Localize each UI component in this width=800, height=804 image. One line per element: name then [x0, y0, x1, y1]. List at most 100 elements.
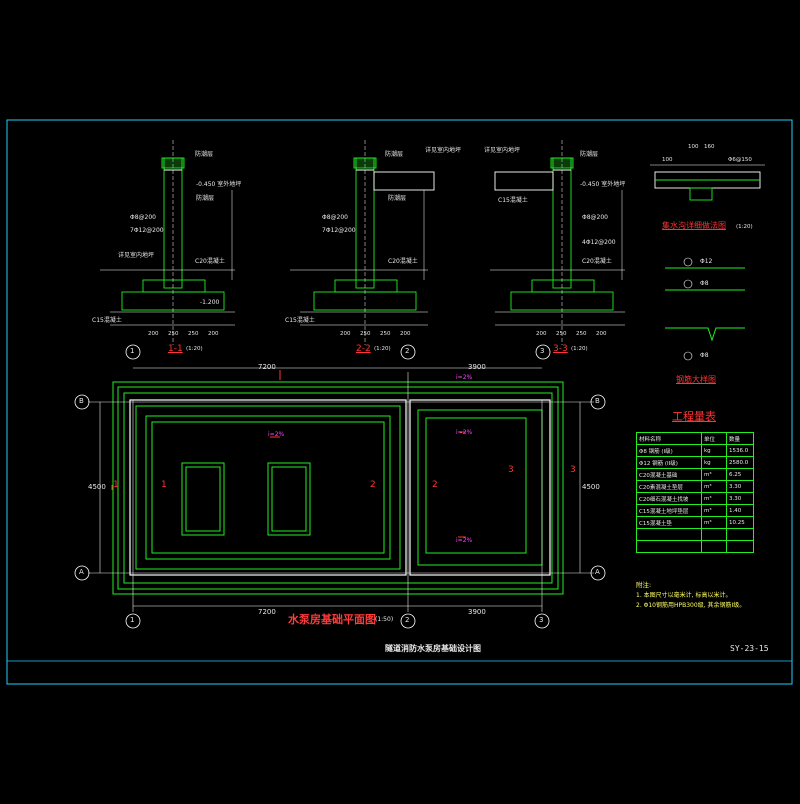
table-cell: 3.30 [726, 480, 754, 493]
table-header: 材料名称 [636, 432, 702, 445]
section-title-1-1: 1-1 [168, 344, 183, 354]
s1-dim-1: 200 [148, 331, 159, 337]
plan-axes [88, 367, 594, 612]
notes-line-2: 2. Φ10钢筋用HPB300级, 其余钢筋I级。 [636, 602, 746, 609]
sump-title: 集水沟详细做法图 [662, 221, 726, 230]
rebar-detail [665, 267, 745, 342]
plan-scale: (1:50) [375, 616, 394, 623]
table-cell: C20细石混凝土找坡 [636, 492, 702, 505]
s1-waterproof: 防潮层 [195, 151, 214, 158]
s2-dim-4: 200 [400, 331, 411, 337]
table-cell: C20素混凝土垫层 [636, 480, 702, 493]
table-cell [701, 528, 727, 541]
section-title-3-3: 3-3 [553, 344, 568, 354]
sump-detail [650, 164, 765, 201]
section-mark-2-left: 2 [370, 480, 376, 490]
rebar-a: Φ12 [700, 258, 713, 265]
table-cell: 10.25 [726, 516, 754, 529]
s3-rebar1: Φ8@200 [582, 214, 608, 221]
s3-c15: C15混凝土 [498, 197, 528, 204]
sump-dim-2: 100 [688, 144, 699, 150]
s2-waterproof: 防潮层 [385, 151, 404, 158]
section-scale-1-1: (1:20) [186, 346, 203, 352]
s3-c20: C20混凝土 [582, 258, 612, 265]
axis-label-b-left: B [79, 397, 84, 405]
section-scale-3-3: (1:20) [571, 346, 588, 352]
s1-outdoor: -0.450 室外地坪 [196, 181, 242, 188]
plan-dim-height-left: 4500 [88, 483, 106, 491]
plan-title: 水泵房基础平面图 [288, 613, 376, 626]
s1-dim-4: 200 [208, 331, 219, 337]
sump-scale: (1:20) [736, 224, 753, 230]
rebar-title: 钢筋大样图 [676, 375, 716, 384]
plan-dim-height-right: 4500 [582, 483, 600, 491]
drawing-title: 隧道消防水泵房基础设计图 [385, 644, 481, 653]
plan-dim-bottom-right: 3900 [468, 608, 486, 616]
axis-label-a-right: A [595, 568, 600, 576]
table-cell: m³ [701, 516, 727, 529]
sump-dim-1: 100 [662, 157, 673, 163]
table-cell [726, 528, 754, 541]
s3-outdoor: -0.450 室外地坪 [580, 181, 626, 188]
section-title-2-2: 2-2 [356, 344, 371, 354]
section-mark-1-left: 1 [113, 480, 119, 490]
table-cell [636, 528, 702, 541]
drawing-number: SY-23-15 [730, 644, 769, 653]
table-cell: 1.40 [726, 504, 754, 517]
axis-label-2-top: 2 [405, 347, 410, 355]
table-cell: 3.30 [726, 492, 754, 505]
s2-dim-2: 250 [360, 331, 371, 337]
s2-c15: C15混凝土 [285, 317, 315, 324]
slope-mark-4: i=2% [268, 431, 285, 438]
s2-dim-3: 250 [380, 331, 391, 337]
axis-label-b-right: B [595, 397, 600, 405]
s3-dim-4: 200 [596, 331, 607, 337]
notes-line-1: 1. 本图尺寸以毫米计, 标高以米计。 [636, 592, 732, 599]
s2-c20: C20混凝土 [388, 258, 418, 265]
table-header-row: 材料名称 单位 数量 [636, 432, 754, 445]
rebar-b: Φ8 [700, 280, 709, 287]
s1-rebar1: Φ8@200 [130, 214, 156, 221]
plan-view [112, 381, 564, 595]
table-cell: kg [701, 444, 727, 457]
table-cell: 1536.0 [726, 444, 754, 457]
section-mark-2-right: 2 [432, 480, 438, 490]
table-cell [636, 540, 702, 553]
s1-elev: -1.200 [200, 299, 220, 306]
s3-indoor: 详见室内地坪 [484, 147, 521, 154]
sump-dim-3: 160 [704, 144, 715, 150]
plan-dim-top-right: 3900 [468, 363, 486, 371]
rebar-c: Φ8 [700, 352, 709, 359]
table-cell [701, 540, 727, 553]
s1-dim-3: 250 [188, 331, 199, 337]
s2-rebar2: 7Φ12@200 [322, 227, 356, 234]
s2-waterproof2: 防潮层 [388, 195, 407, 202]
section-1-1 [100, 140, 235, 345]
s3-dim-3: 250 [576, 331, 587, 337]
table-cell: Φ8 钢筋 (I级) [636, 444, 702, 457]
table-cell: m³ [701, 480, 727, 493]
table-cell: C20混凝土基础 [636, 468, 702, 481]
table-cell: 6.25 [726, 468, 754, 481]
axis-label-3-bottom: 3 [539, 616, 544, 624]
axis-label-2-bottom: 2 [405, 616, 410, 624]
axis-label-3-top: 3 [540, 347, 545, 355]
rebar-bubbles [683, 257, 693, 361]
table-cell: Φ12 钢筋 (II级) [636, 456, 702, 469]
table-header: 单位 [701, 432, 727, 445]
sump-dim-4: Φ6@150 [728, 157, 752, 163]
table-cell: m³ [701, 504, 727, 517]
s3-dim-1: 200 [536, 331, 547, 337]
table-cell [726, 540, 754, 553]
section-2-2 [290, 140, 435, 345]
s3-rebar-vert: 4Φ12@200 [582, 239, 616, 246]
s1-c20: C20混凝土 [195, 258, 225, 265]
section-cut-markers [111, 370, 466, 538]
s2-rebar1: Φ8@200 [322, 214, 348, 221]
